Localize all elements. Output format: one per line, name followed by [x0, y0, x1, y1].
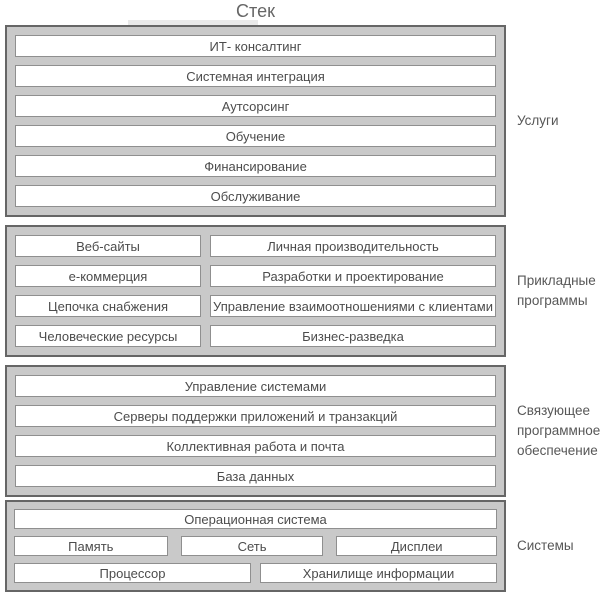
- systems-section: Операционная система Память Сеть Дисплеи…: [5, 500, 506, 592]
- stack-box: Серверы поддержки приложений и транзакци…: [15, 405, 496, 427]
- applications-row: Человеческие ресурсы Бизнес-разведка: [15, 325, 496, 347]
- stack-box: Цепочка снабжения: [15, 295, 201, 317]
- stack-box: Бизнес-разведка: [210, 325, 496, 347]
- middleware-section: Управление системами Серверы поддержки п…: [5, 365, 506, 497]
- stack-box: Обслуживание: [15, 185, 496, 207]
- systems-row: Операционная система: [14, 509, 497, 529]
- stack-box: Разработки и проектирование: [210, 265, 496, 287]
- stack-box: Человеческие ресурсы: [15, 325, 201, 347]
- stack-box: ИТ- консалтинг: [15, 35, 496, 57]
- stack-box: Аутсорсинг: [15, 95, 496, 117]
- stack-box: Дисплеи: [336, 536, 497, 556]
- systems-row: Процессор Хранилище информации: [14, 563, 497, 583]
- applications-section: Веб-сайты Личная производительность е-ко…: [5, 225, 506, 357]
- stack-box: База данных: [15, 465, 496, 487]
- stack-box: Финансирование: [15, 155, 496, 177]
- stack-box: Коллективная работа и почта: [15, 435, 496, 457]
- applications-row: е-коммерция Разработки и проектирование: [15, 265, 496, 287]
- stack-box: Управление системами: [15, 375, 496, 397]
- stack-box: Память: [14, 536, 168, 556]
- stack-box: Личная производительность: [210, 235, 496, 257]
- applications-label: Прикладные программы: [517, 273, 596, 308]
- stack-box: Веб-сайты: [15, 235, 201, 257]
- services-label: Услуги: [517, 113, 559, 128]
- services-section: ИТ- консалтинг Системная интеграция Аутс…: [5, 25, 506, 217]
- stack-box: Процессор: [14, 563, 251, 583]
- stack-box: Системная интеграция: [15, 65, 496, 87]
- stack-box: Управление взаимоотношениями с клиентами: [210, 295, 496, 317]
- stack-box: Операционная система: [14, 509, 497, 529]
- systems-label: Системы: [517, 538, 574, 553]
- stack-box: Обучение: [15, 125, 496, 147]
- stack-box: Хранилище информации: [260, 563, 497, 583]
- systems-row: Память Сеть Дисплеи: [14, 536, 497, 556]
- applications-row: Веб-сайты Личная производительность: [15, 235, 496, 257]
- applications-row: Цепочка снабжения Управление взаимоотнош…: [15, 295, 496, 317]
- stack-box: е-коммерция: [15, 265, 201, 287]
- middleware-label: Связующее программное обеспечение: [517, 403, 600, 458]
- diagram-title: Стек: [236, 1, 275, 21]
- stack-box: Сеть: [180, 536, 324, 556]
